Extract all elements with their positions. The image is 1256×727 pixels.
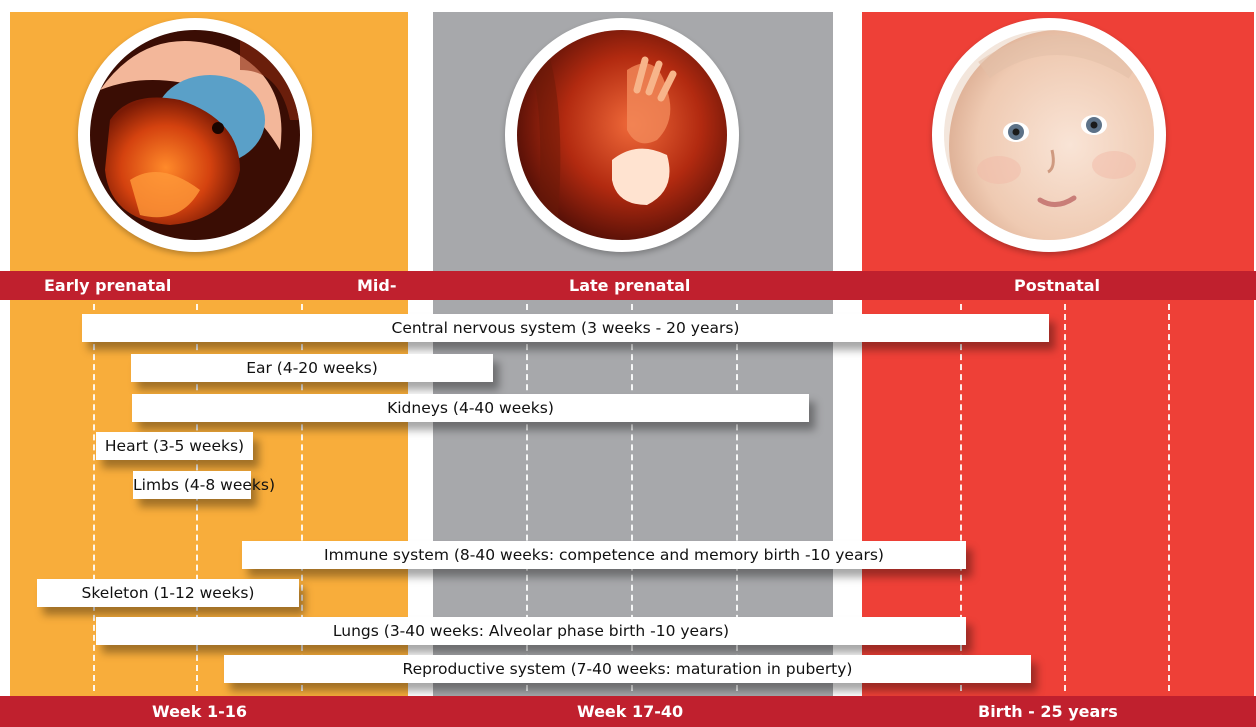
period-footer-band: Week 1-16 Week 17-40 Birth - 25 years [0, 696, 1256, 727]
bar-lungs: Lungs (3-40 weeks: Alveolar phase birth … [96, 617, 966, 645]
embryo-photo [78, 18, 312, 252]
stage-label-mid: Mid- [357, 276, 397, 295]
period-label-postnatal: Birth - 25 years [978, 702, 1118, 721]
bar-reproductive-system: Reproductive system (7-40 weeks: maturat… [224, 655, 1031, 683]
stage-header-band: Early prenatal Mid- Late prenatal Postna… [0, 271, 1256, 300]
grid-line [1064, 304, 1066, 691]
bar-ear: Ear (4-20 weeks) [131, 354, 493, 382]
fetus-photo [505, 18, 739, 252]
stage-label-postnatal: Postnatal [1014, 276, 1100, 295]
bar-limbs: Limbs (4-8 weeks) [133, 471, 251, 499]
baby-photo [932, 18, 1166, 252]
grid-line [1168, 304, 1170, 691]
period-label-late: Week 17-40 [577, 702, 683, 721]
period-label-early: Week 1-16 [152, 702, 247, 721]
bar-skeleton: Skeleton (1-12 weeks) [37, 579, 299, 607]
grid-line [93, 304, 95, 691]
stage-label-early: Early prenatal [44, 276, 171, 295]
bar-central-nervous-system: Central nervous system (3 weeks - 20 yea… [82, 314, 1049, 342]
bar-immune-system: Immune system (8-40 weeks: competence an… [242, 541, 966, 569]
bar-kidneys: Kidneys (4-40 weeks) [132, 394, 809, 422]
stage-label-late: Late prenatal [569, 276, 690, 295]
bar-heart: Heart (3-5 weeks) [96, 432, 253, 460]
